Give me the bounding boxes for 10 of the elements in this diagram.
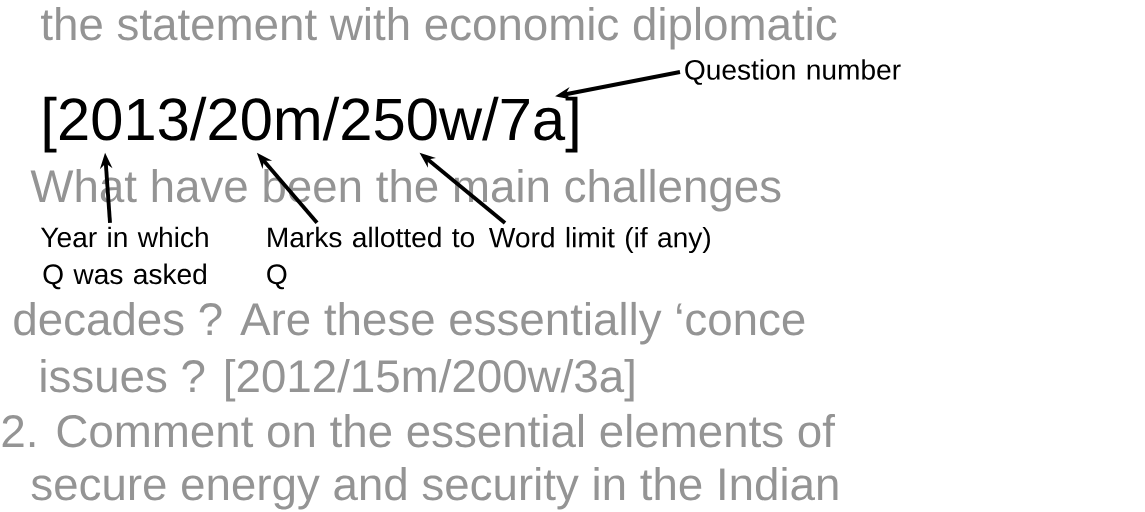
- faded-text: secure energy and security in the Indian: [31, 466, 838, 510]
- annotation-label: Question number: [685, 59, 901, 85]
- annotation-label: Word limit (if any): [489, 226, 710, 254]
- faded-text: 2. Comment on the essential elements of: [2, 413, 835, 448]
- question-code: [2013/20m/250w/7a]: [44, 96, 578, 153]
- faded-text: the statement with economic diplomatic: [41, 6, 837, 50]
- faded-text: decades ? Are these essentially ‘conce: [14, 301, 805, 345]
- annotation-label: Year in which Q was asked: [40, 226, 208, 290]
- faded-text: issues ? [2012/15m/200w/3a]: [41, 358, 634, 402]
- annotation-label: Marks allotted to Q: [267, 226, 475, 290]
